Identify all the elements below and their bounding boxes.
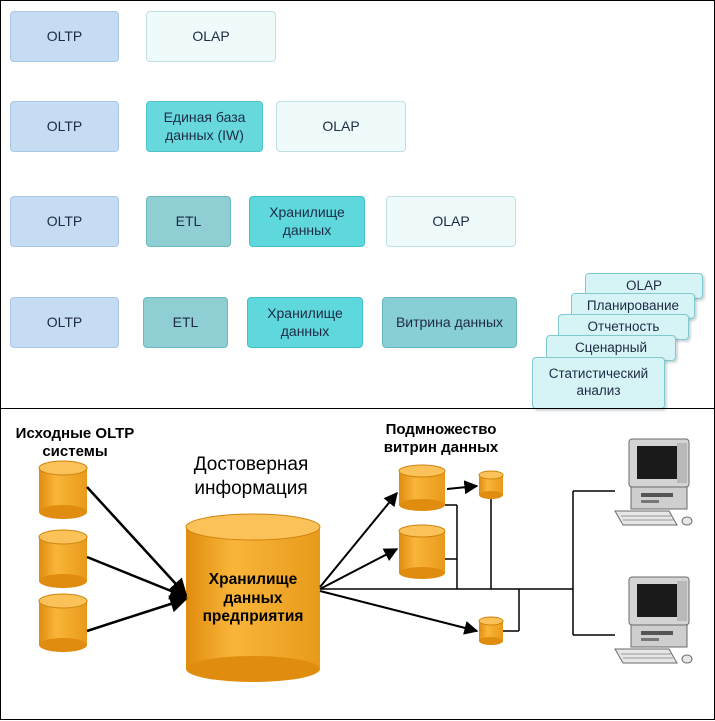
row2-unified-db-box: Единая база данных (IW) (146, 101, 263, 152)
row1-olap-box: OLAP (146, 11, 276, 62)
warehouse-label: Хранилище данных предприятия (202, 571, 304, 626)
source-systems-label: Исходные OLTP системы (15, 425, 135, 460)
small-mart-1-icon (478, 470, 504, 499)
mart-db-1-icon (398, 464, 446, 511)
warehouse-to-mart1-arrow (319, 491, 398, 588)
warehouse-to-mart2-arrow (319, 548, 399, 590)
mart-to-small-mart-arrow (446, 480, 479, 495)
workstation-1-icon (614, 438, 693, 526)
marts-subset-label: Подмножество витрин данных (383, 421, 499, 456)
row3-olap-box: OLAP (386, 196, 516, 247)
data-warehouse-flow-panel: Исходные OLTP системы Достоверная информ… (0, 408, 715, 720)
row2-olap-box: OLAP (276, 101, 406, 152)
enterprise-warehouse-icon (185, 513, 321, 682)
row3-oltp-box: OLTP (10, 196, 119, 247)
source-db-1-icon (38, 460, 88, 519)
source-db-3-icon (38, 593, 88, 652)
trusted-info-label: Достоверная информация (193, 454, 309, 499)
flow-diagram-graphics (38, 438, 693, 682)
workstation-2-icon (614, 576, 693, 664)
source-db-2-icon (38, 529, 88, 588)
source3-arrow (86, 595, 188, 633)
source2-arrow (86, 555, 188, 600)
warehouse-to-small-mart-arrow (319, 590, 479, 635)
row2-oltp-box: OLTP (10, 101, 119, 152)
source1-arrow (86, 486, 188, 597)
row4-warehouse-box: Хранилище данных (247, 297, 363, 348)
row4-data-mart-box: Витрина данных (382, 297, 517, 348)
tool-statistical-analysis-card: Статистический анализ (532, 357, 665, 409)
row1-oltp-box: OLTP (10, 11, 119, 62)
architecture-evolution-panel: OLTP OLAP OLTP Единая база данных (IW) O… (0, 0, 715, 409)
row4-oltp-box: OLTP (10, 297, 119, 348)
small-mart-2-icon (478, 616, 504, 645)
row4-etl-box: ETL (143, 297, 228, 348)
row3-warehouse-box: Хранилище данных (249, 196, 365, 247)
row3-etl-box: ETL (146, 196, 231, 247)
mart-db-2-icon (398, 524, 446, 579)
